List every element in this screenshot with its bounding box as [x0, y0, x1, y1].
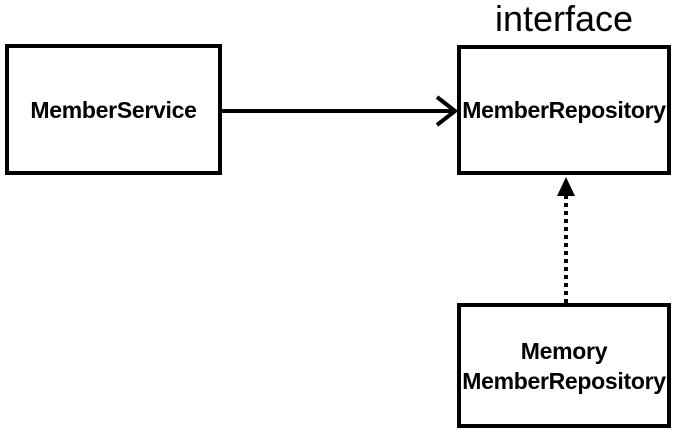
implementation-arrow — [557, 177, 575, 303]
memory-member-repository-label-line2: MemberRepository — [462, 367, 666, 394]
node-memory-member-repository: Memory MemberRepository — [457, 303, 671, 428]
node-member-service: MemberService — [5, 44, 222, 175]
member-repository-label: MemberRepository — [462, 97, 666, 123]
memory-member-repository-label-line1: Memory — [520, 337, 608, 364]
interface-stereotype-label: interface — [494, 0, 634, 39]
dependency-arrow — [222, 95, 459, 127]
member-service-label: MemberService — [30, 96, 197, 123]
node-member-repository: MemberRepository — [457, 45, 671, 175]
